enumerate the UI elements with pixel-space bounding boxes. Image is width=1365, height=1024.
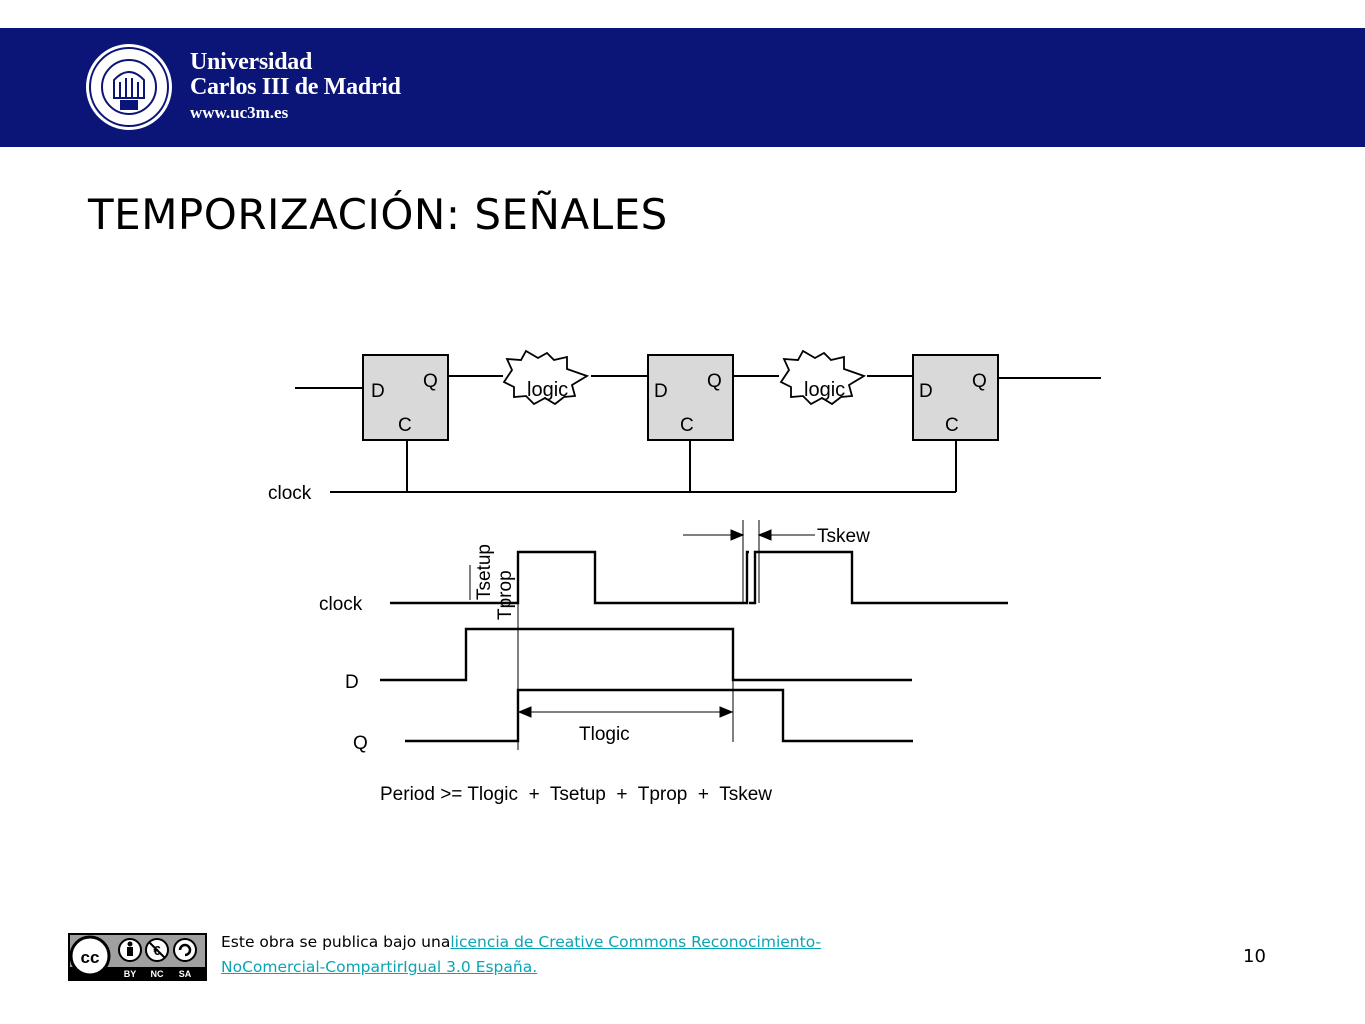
tskew-label: Tskew bbox=[817, 526, 870, 547]
clock-waveform bbox=[390, 550, 749, 605]
ff2-c-label: C bbox=[680, 415, 694, 436]
logic-label-2: logic bbox=[804, 379, 845, 401]
tsetup-label: Tsetup bbox=[474, 544, 495, 600]
page-number: 10 bbox=[1243, 946, 1266, 967]
cc-by-nc-sa-icon: cc € BY NC SA bbox=[68, 933, 207, 981]
ff1-c-label: C bbox=[398, 415, 412, 436]
university-name-line2: Carlos III de Madrid bbox=[190, 74, 401, 100]
d-signal-label: D bbox=[345, 672, 359, 693]
badge-nc-label: NC bbox=[151, 969, 164, 979]
university-name-line1: Universidad bbox=[190, 49, 313, 75]
d-waveform bbox=[380, 627, 912, 682]
tlogic-label: Tlogic bbox=[579, 724, 630, 745]
clock-skewed-waveform bbox=[749, 550, 1008, 605]
flipflop-2 bbox=[647, 354, 734, 441]
flipflop-3 bbox=[912, 354, 999, 441]
tprop-label: Tprop bbox=[495, 570, 516, 620]
ff3-q-label: Q bbox=[972, 371, 987, 392]
flipflop-1 bbox=[362, 354, 449, 441]
svg-text:cc: cc bbox=[81, 948, 100, 967]
ff2-d-label: D bbox=[654, 381, 668, 402]
logic-block-1 bbox=[502, 349, 590, 406]
clock-net-label: clock bbox=[268, 483, 312, 504]
timing-diagram: D Q C D Q C D Q C logic logic clock Tset… bbox=[268, 349, 1101, 805]
clock-signal-label: clock bbox=[319, 594, 363, 615]
license-link[interactable]: licencia de Creative Commons Reconocimie… bbox=[221, 933, 822, 976]
logic-label-1: logic bbox=[527, 379, 568, 401]
ff2-q-label: Q bbox=[707, 371, 722, 392]
university-website: www.uc3m.es bbox=[190, 103, 289, 122]
license-notice: Este obra se publica bajo unalicencia de… bbox=[221, 930, 921, 980]
uc3m-seal-icon bbox=[86, 44, 172, 130]
ff3-d-label: D bbox=[919, 381, 933, 402]
slide-title: TEMPORIZACIÓN: SEÑALES bbox=[88, 190, 668, 239]
badge-by-label: BY bbox=[124, 969, 137, 979]
ff1-d-label: D bbox=[371, 381, 385, 402]
logic-block-2 bbox=[779, 349, 867, 406]
badge-sa-label: SA bbox=[179, 969, 192, 979]
ff1-q-label: Q bbox=[423, 371, 438, 392]
header-banner bbox=[0, 28, 1365, 147]
q-signal-label: Q bbox=[353, 733, 368, 754]
period-formula: Period >= Tlogic + Tsetup + Tprop + Tske… bbox=[380, 784, 772, 805]
q-waveform bbox=[405, 688, 913, 743]
ff3-c-label: C bbox=[945, 415, 959, 436]
license-prefix: Este obra se publica bajo una bbox=[221, 933, 451, 951]
